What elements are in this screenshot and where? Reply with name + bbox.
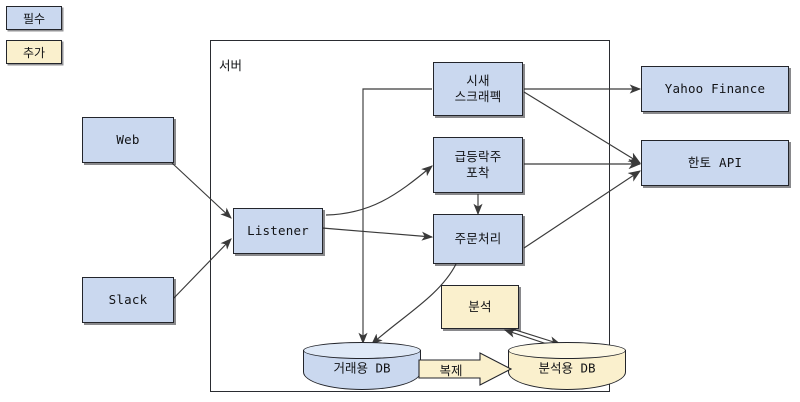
legend-label-required: 필수 xyxy=(22,11,46,26)
database-trading-label: 거래용 DB xyxy=(333,360,391,376)
node-listener-label: Listener xyxy=(247,223,309,239)
node-order-processing-label: 주문처리 xyxy=(454,231,502,247)
node-surge-detection-label: 급등락주 포착 xyxy=(454,149,502,180)
database-analysis-label: 분석용 DB xyxy=(538,360,596,376)
node-surge-detection[interactable]: 급등락주 포착 xyxy=(433,137,523,193)
node-price-scraping[interactable]: 시새 스크래폑 xyxy=(433,62,523,116)
database-analysis-top xyxy=(508,342,626,359)
database-trading[interactable]: 거래용 DB xyxy=(303,342,421,390)
database-trading-top xyxy=(303,342,421,359)
server-group-label: 서버 xyxy=(219,58,243,73)
node-web[interactable]: Web xyxy=(82,117,174,163)
node-hantoo-api-label: 한토 API xyxy=(687,155,743,171)
database-analysis[interactable]: 분석용 DB xyxy=(508,342,626,390)
replicate-block-arrow xyxy=(418,352,512,386)
replicate-arrow-label: 복제 xyxy=(439,363,463,378)
node-hantoo-api[interactable]: 한토 API xyxy=(641,140,789,186)
replicate-arrow-shape xyxy=(418,352,512,386)
legend-chip-optional: 추가 xyxy=(6,40,62,64)
node-price-scraping-label: 시새 스크래폑 xyxy=(454,73,502,104)
legend-chip-required: 필수 xyxy=(6,6,62,30)
node-yahoo-finance-label: Yahoo Finance xyxy=(664,81,766,97)
node-order-processing[interactable]: 주문처리 xyxy=(433,214,523,264)
node-slack-label: Slack xyxy=(108,292,148,308)
node-listener[interactable]: Listener xyxy=(233,208,323,254)
node-yahoo-finance[interactable]: Yahoo Finance xyxy=(641,66,789,112)
node-analysis-label: 분석 xyxy=(468,299,492,315)
node-web-label: Web xyxy=(116,132,140,148)
legend-label-optional: 추가 xyxy=(22,45,46,60)
node-analysis[interactable]: 분석 xyxy=(441,285,519,329)
node-slack[interactable]: Slack xyxy=(82,277,174,323)
